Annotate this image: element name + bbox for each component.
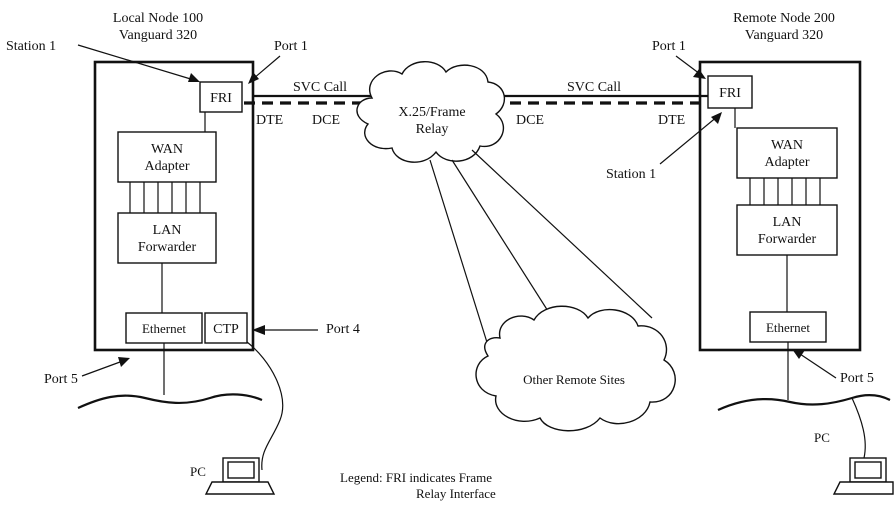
local-pc-label: PC bbox=[190, 464, 206, 479]
other-remote-sites-cloud bbox=[475, 305, 676, 432]
remote-dce-label: DCE bbox=[516, 113, 544, 128]
frame-relay-label-line1: X.25/Frame bbox=[398, 105, 465, 120]
remote-node-title: Remote Node 200 bbox=[733, 11, 835, 26]
remote-wan-line2: Adapter bbox=[764, 155, 809, 170]
remote-fri-label: FRI bbox=[719, 86, 741, 101]
remote-ethernet-box bbox=[749, 311, 827, 343]
local-dte-label: DTE bbox=[256, 113, 283, 128]
local-ethernet-label: Ethernet bbox=[142, 321, 186, 336]
local-wan-line1: WAN bbox=[151, 142, 183, 157]
local-dce-label: DCE bbox=[312, 113, 340, 128]
frame-relay-label-line2: Relay bbox=[416, 122, 449, 137]
remote-node-model: Vanguard 320 bbox=[745, 28, 823, 43]
local-svc-call-label: SVC Call bbox=[293, 80, 347, 95]
remote-wan-line1: WAN bbox=[771, 138, 803, 153]
local-port1-pointer bbox=[252, 55, 281, 80]
remote-pc-icon bbox=[832, 457, 894, 495]
local-station-pointer bbox=[77, 44, 195, 81]
remote-station-label: Station 1 bbox=[606, 167, 656, 182]
remote-port5-arrowhead bbox=[792, 349, 805, 359]
local-bus-lines bbox=[129, 182, 201, 213]
remote-port5-label: Port 5 bbox=[840, 371, 874, 386]
remote-port5-pointer bbox=[799, 353, 837, 379]
local-lan-line1: LAN bbox=[153, 223, 182, 238]
local-fri-label: FRI bbox=[210, 91, 232, 106]
remote-station-arrowhead bbox=[711, 112, 722, 124]
local-port5-pointer bbox=[81, 361, 121, 377]
local-station-arrowhead bbox=[188, 73, 200, 82]
remote-port1-label: Port 1 bbox=[652, 39, 686, 54]
other-remote-sites-label: Other Remote Sites bbox=[523, 372, 625, 387]
frame-relay-cloud bbox=[356, 61, 506, 163]
local-wan-line2: Adapter bbox=[144, 159, 189, 174]
remote-svc-call-label: SVC Call bbox=[567, 80, 621, 95]
remote-ethernet-label: Ethernet bbox=[766, 320, 810, 335]
remote-port1-pointer bbox=[675, 55, 701, 75]
remote-dte-label: DTE bbox=[658, 113, 685, 128]
local-port1-label: Port 1 bbox=[274, 39, 308, 54]
local-ctp-label: CTP bbox=[213, 322, 239, 337]
remote-lan-line2: Forwarder bbox=[758, 232, 817, 247]
remote-lan-segment bbox=[717, 394, 891, 412]
local-port5-label: Port 5 bbox=[44, 372, 78, 387]
local-port1-arrowhead bbox=[248, 72, 259, 84]
remote-lan-forwarder-box bbox=[736, 204, 838, 256]
legend-line1: Legend: FRI indicates Frame bbox=[340, 470, 492, 485]
local-port5-arrowhead bbox=[118, 357, 130, 367]
local-ctp-cable bbox=[246, 341, 284, 471]
local-port4-label: Port 4 bbox=[326, 322, 360, 337]
remote-station-pointer bbox=[659, 115, 719, 165]
local-wan-adapter-box bbox=[117, 131, 217, 183]
local-ethernet-box bbox=[125, 312, 203, 344]
remote-port1-arrowhead bbox=[693, 69, 706, 79]
local-station-label: Station 1 bbox=[6, 39, 56, 54]
local-lan-line2: Forwarder bbox=[138, 240, 197, 255]
local-port4-arrowhead bbox=[252, 325, 265, 335]
remote-fri-box bbox=[707, 75, 753, 109]
remote-pc-label: PC bbox=[814, 430, 830, 445]
remote-lan-line1: LAN bbox=[773, 215, 802, 230]
local-pc-icon bbox=[204, 457, 276, 495]
legend-line2: Relay Interface bbox=[416, 486, 496, 501]
local-lan-forwarder-box bbox=[117, 212, 217, 264]
local-node-title: Local Node 100 bbox=[113, 11, 203, 26]
remote-bus-lines bbox=[749, 178, 821, 205]
remote-wan-adapter-box bbox=[736, 127, 838, 179]
local-node-model: Vanguard 320 bbox=[119, 28, 197, 43]
local-fri-box bbox=[199, 81, 243, 113]
local-ctp-box bbox=[204, 312, 248, 344]
remote-pc-cable bbox=[851, 397, 866, 459]
local-lan-segment bbox=[77, 393, 263, 410]
